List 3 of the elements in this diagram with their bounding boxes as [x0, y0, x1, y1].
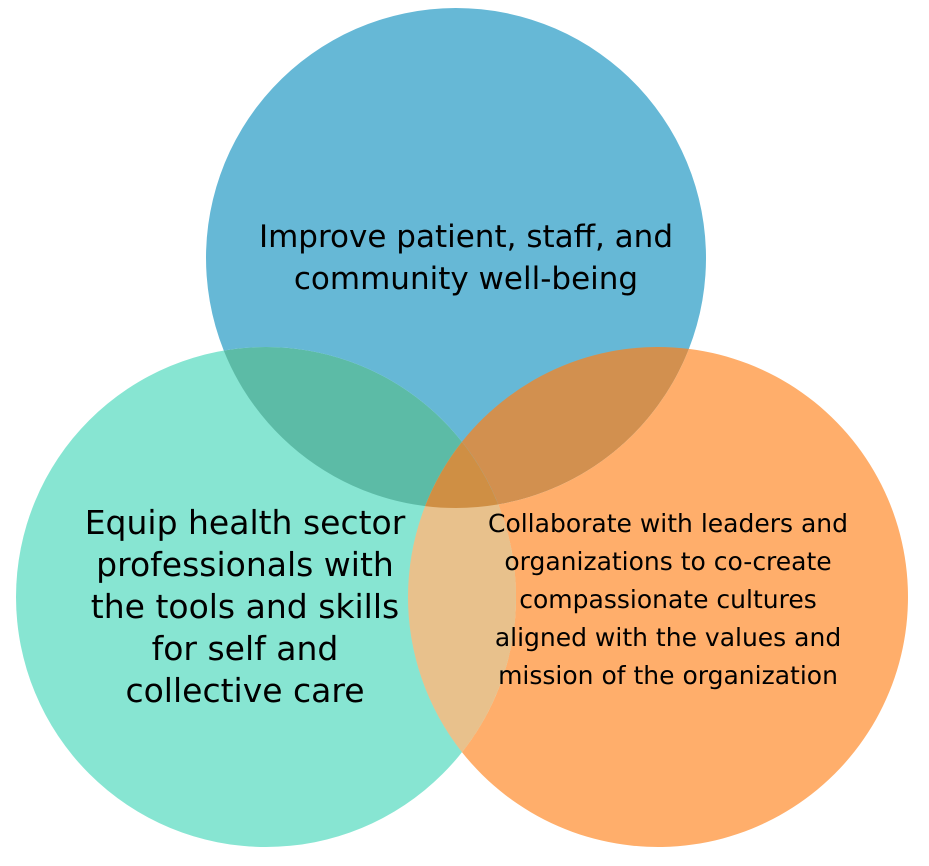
goal-statement: Equip health sector professionals with the tools and skills for self and collective care	[84, 502, 406, 712]
goal-statement: Collaborate with leaders and organizations to co-create compassionate cultures aligned with the values and mission of the organization	[486, 508, 850, 692]
goal-statement: Improve patient, staff, and community well-being	[258, 218, 674, 299]
